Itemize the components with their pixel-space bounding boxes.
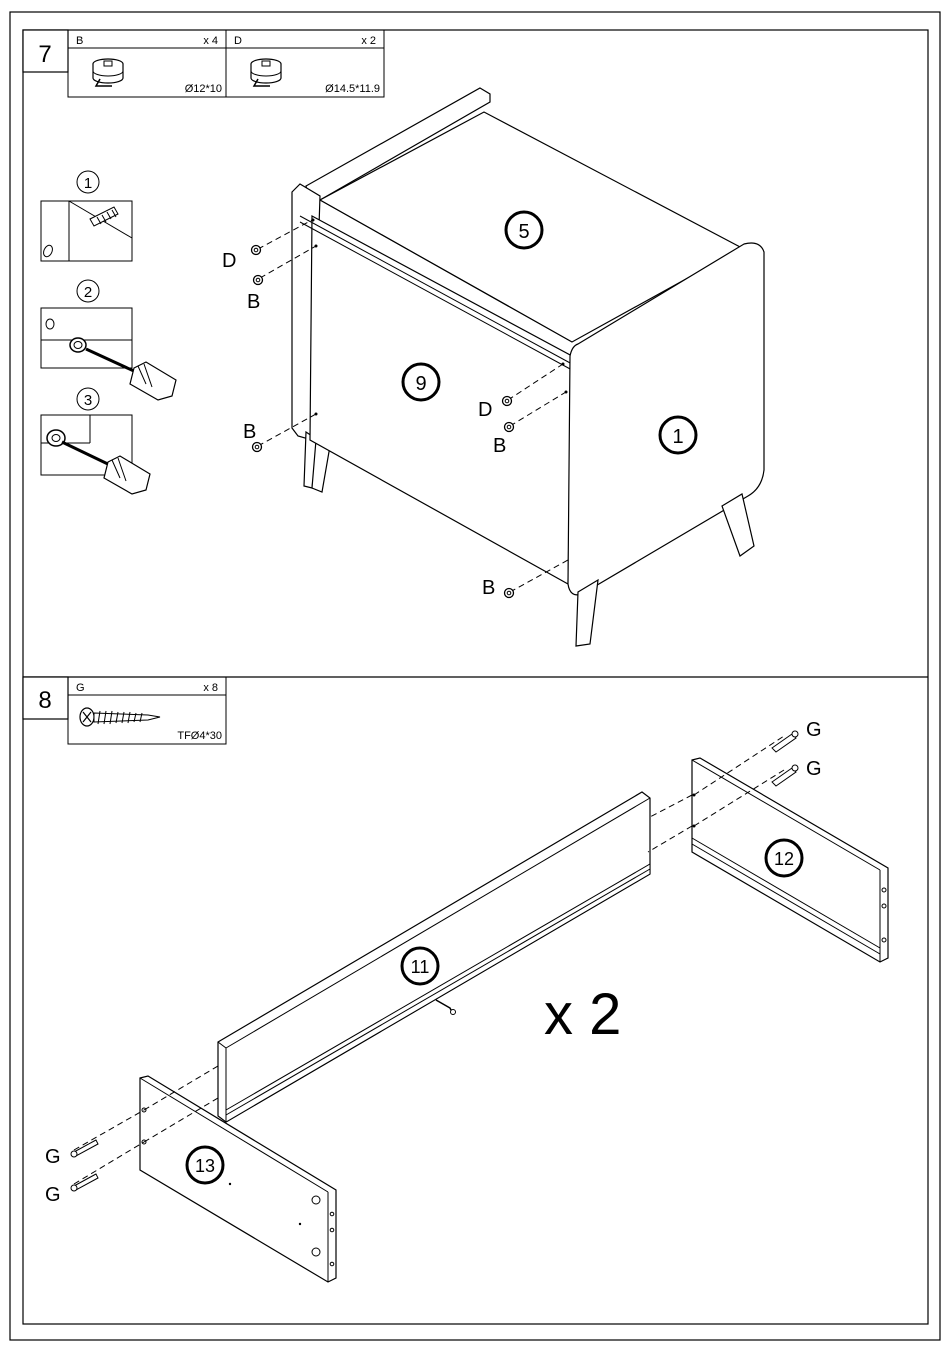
label-g: G xyxy=(806,719,822,741)
end-panel-right: 12 xyxy=(692,758,888,962)
screw-icon xyxy=(80,708,160,726)
step-8: 8 G x 8 TFØ4*30 11 xyxy=(23,677,888,1282)
step-number: 8 xyxy=(38,687,51,714)
hardware-code-b: B xyxy=(76,35,83,47)
panel-number-9: 9 xyxy=(415,373,426,395)
hardware-code-d: D xyxy=(234,35,242,47)
hardware-code-g: G xyxy=(76,682,85,694)
nightstand-assembly: D B B D B B 5 9 1 xyxy=(222,88,764,646)
label-d: D xyxy=(478,399,492,421)
cam-lock-large-icon xyxy=(251,59,281,86)
label-b: B xyxy=(482,577,495,599)
panel-number-5: 5 xyxy=(518,221,529,243)
quantity-multiplier: x 2 xyxy=(544,982,621,1047)
cam-lock-b-icon xyxy=(505,589,514,598)
panel-number-13: 13 xyxy=(195,1156,215,1176)
panel-number-11: 11 xyxy=(411,957,430,977)
cam-lock-b-icon xyxy=(505,423,514,432)
label-d: D xyxy=(222,250,236,272)
panel-number-12: 12 xyxy=(774,849,794,869)
cam-lock-d-icon xyxy=(503,397,512,406)
substep-2: 2 xyxy=(41,280,176,400)
hardware-qty-d: x 2 xyxy=(361,35,376,47)
cam-lock-icon xyxy=(93,59,123,86)
hardware-table: B x 4 Ø12*10 D x 2 Ø14.5*11.9 xyxy=(68,30,384,97)
hardware-size-d: Ø14.5*11.9 xyxy=(325,83,380,95)
substep-1: 1 xyxy=(41,171,132,261)
substep-number: 1 xyxy=(84,175,92,192)
long-rail: 11 xyxy=(218,792,650,1122)
label-g: G xyxy=(45,1184,61,1206)
substep-3: 3 xyxy=(41,388,150,494)
label-b: B xyxy=(243,421,256,443)
label-g: G xyxy=(806,758,822,780)
hardware-qty-g: x 8 xyxy=(203,682,218,694)
label-b: B xyxy=(247,291,260,313)
step-number: 7 xyxy=(38,41,51,68)
label-g: G xyxy=(45,1146,61,1168)
hardware-size-b: Ø12*10 xyxy=(185,83,222,95)
cam-lock-d-icon xyxy=(252,246,261,255)
label-b: B xyxy=(493,435,506,457)
cam-lock-b-icon xyxy=(253,443,262,452)
hardware-size-g: TFØ4*30 xyxy=(177,730,222,742)
substep-number: 2 xyxy=(84,284,92,301)
cam-lock-b-icon xyxy=(254,276,263,285)
substep-number: 3 xyxy=(84,392,92,409)
panel-number-1: 1 xyxy=(672,426,683,448)
hardware-table: G x 8 TFØ4*30 xyxy=(68,677,226,744)
hardware-qty-b: x 4 xyxy=(203,35,218,47)
step-7: 7 B x 4 Ø12*10 D x 2 Ø14.5*11.9 1 xyxy=(23,30,764,646)
